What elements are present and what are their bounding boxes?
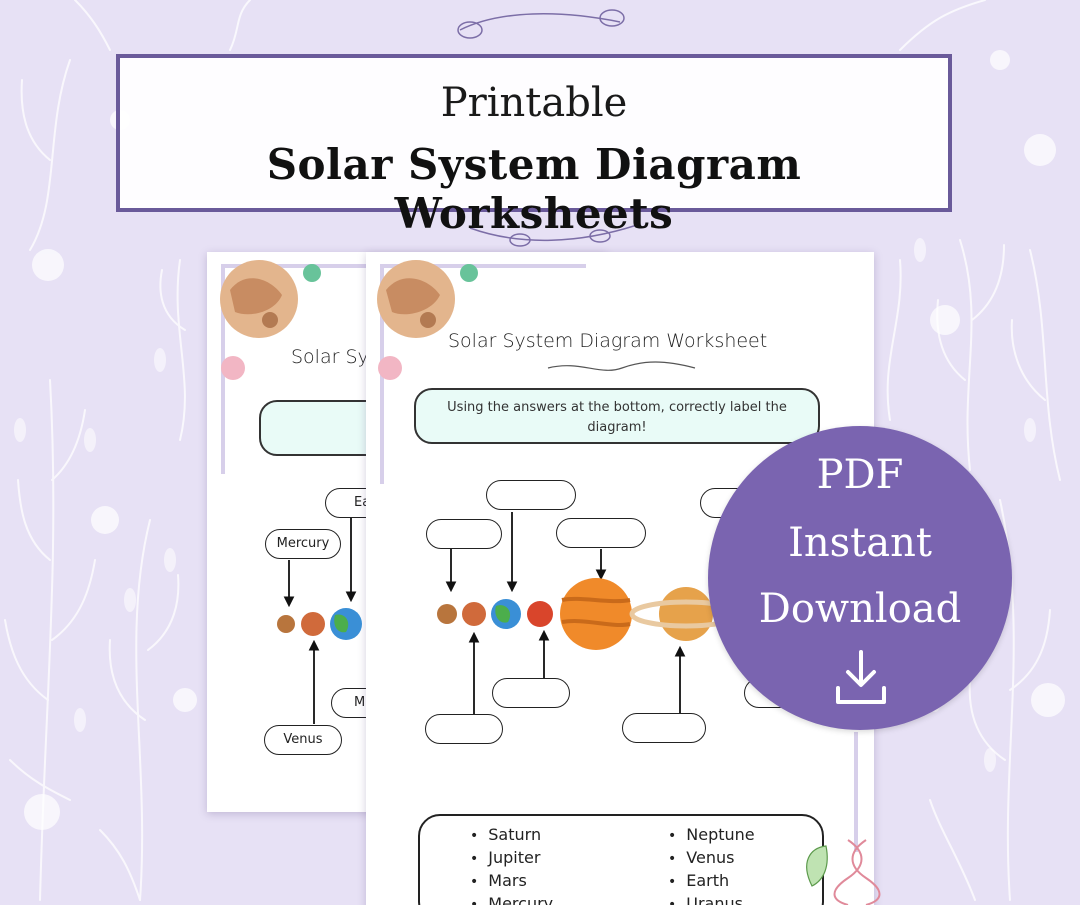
badge-download-label: Download [758,586,962,632]
answer-bank-box: Saturn Jupiter Mars Mercury Neptune Venu… [418,814,824,905]
answer-item: Earth [668,870,755,893]
answer-item: Jupiter [470,847,553,870]
back-label-mercury: Mercury [265,529,341,559]
back-sheet-title: Solar Sy [291,346,369,368]
banner-title: Solar System Diagram Worksheets [266,140,802,238]
answer-item: Mercury [470,893,553,905]
blank-label-box [486,480,576,510]
badge-format-label: PDF [816,452,904,498]
answer-item: Mars [470,870,553,893]
instant-download-badge: PDF Instant Download [708,426,1012,730]
back-label-venus: Venus [264,725,342,755]
answer-item: Saturn [470,824,553,847]
banner-subtitle: Printable [440,80,628,126]
frame-line-top [380,264,586,268]
instructions-box: Using the answers at the bottom, correct… [414,388,820,444]
frame-line-left [221,264,225,474]
frame-line-right [854,732,858,852]
worksheet-title: Solar System Diagram Worksheet [448,330,768,352]
answer-item: Venus [668,847,755,870]
blank-label-box [556,518,646,548]
answer-item: Uranus [668,893,755,905]
answer-item: Neptune [668,824,754,847]
blank-label-box [622,713,706,743]
answer-list-column-2: Neptune Venus Earth Uranus [668,824,755,905]
blank-label-box [426,519,502,549]
answer-list-column-1: Saturn Jupiter Mars Mercury [470,824,553,905]
frame-line-left [380,264,384,484]
title-banner: Printable Solar System Diagram Worksheet… [116,54,952,238]
blank-label-box [425,714,503,744]
badge-instant-label: Instant [788,520,932,566]
download-icon [836,650,886,704]
blank-label-box [492,678,570,708]
frame-line-top [221,264,371,268]
